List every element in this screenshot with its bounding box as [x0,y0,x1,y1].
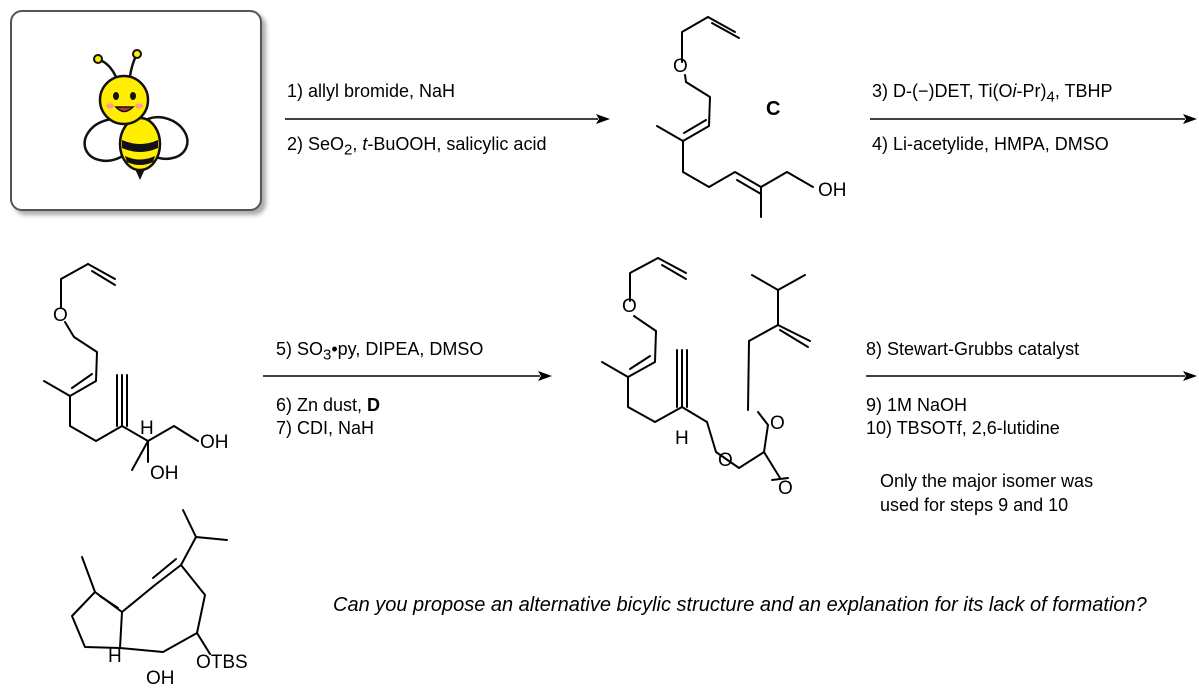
carbonate-ether-oxygen: O [622,296,637,317]
bicyclic-otbs-label: OTBS [196,652,248,673]
step-4-condition: 4) Li-acetylide, HMPA, DMSO [872,134,1109,154]
step-5-text: 5) SO [276,339,324,359]
step-7-condition: 7) CDI, NaH [276,418,375,438]
step-2-separator: , [352,134,363,154]
step-6-reagent-d: D [367,395,381,415]
reaction-arrow-1 [285,114,610,124]
carbonate-carbonyl-oxygen: O [778,478,793,499]
step-3-subscript: 4 [1046,88,1055,106]
bicyclic-product-structure [71,509,228,655]
question-text: Can you propose an alternative bicylic s… [333,594,1147,616]
carbonate-h-label: H [675,428,689,449]
step-2-italic: t [362,134,368,154]
step-8-condition: 8) Stewart-Grubbs catalyst [866,339,1080,359]
diol-h-label: H [140,418,154,439]
step-6-condition: 6) Zn dust, D [276,394,380,416]
step-5-condition: 5) SO3•py, DIPEA, DMSO [276,338,483,367]
step-3-text-end: , TBHP [1054,81,1113,101]
step-5-text-end: •py, DIPEA, DMSO [331,339,484,359]
reaction-arrow-3 [263,371,552,381]
reaction-arrow-2 [870,114,1197,124]
step-5-subscript: 3 [323,346,332,364]
step-3-italic: i [1012,81,1017,101]
bee-mascot-icon [83,49,189,180]
diol-primary-oh: OH [200,432,229,453]
step-1-condition: 1) allyl bromide, NaH [287,80,455,102]
step-10-condition: 10) TBSOTf, 2,6-lutidine [866,418,1060,438]
carbonate-ring-oxygen-2: O [718,450,733,471]
isomer-note-line-2: used for steps 9 and 10 [880,495,1069,515]
step-3-condition: 3) D-(−)DET, Ti(Oi-Pr)4, TBHP [872,80,1113,109]
reaction-arrow-4 [866,371,1197,381]
carbonate-compound-structure [601,257,811,481]
diol-oxygen: O [53,305,68,326]
compound-c-label: C [766,98,781,120]
bicyclic-oh-label: OH [146,668,175,689]
step-2-text-end: -BuOOH, salicylic acid [367,134,547,154]
step-2-condition: 2) SeO2, t-BuOOH, salicylic acid [287,133,546,162]
step-6-text: 6) Zn dust, [276,395,368,415]
compound-c-oxygen: O [673,56,688,77]
step-3-text: 3) D-(−)DET, Ti(O [872,81,1013,101]
step-1-text: 1) allyl bromide, NaH [287,81,456,101]
step-2-subscript: 2 [344,141,353,159]
compound-c-hydroxyl: OH [818,180,847,201]
mascot-frame [10,10,262,211]
step-2-text: 2) SeO [287,134,345,154]
step-9-condition: 9) 1M NaOH [866,395,968,415]
bicyclic-h-label: H [108,646,122,667]
step-3-text-mid: -Pr) [1016,81,1047,101]
compound-c-structure [656,16,814,218]
isomer-note-line-1: Only the major isomer was [880,471,1094,491]
diol-tertiary-oh: OH [150,463,179,484]
diol-compound-structure [43,263,199,471]
carbonate-ring-oxygen-1: O [770,413,785,434]
